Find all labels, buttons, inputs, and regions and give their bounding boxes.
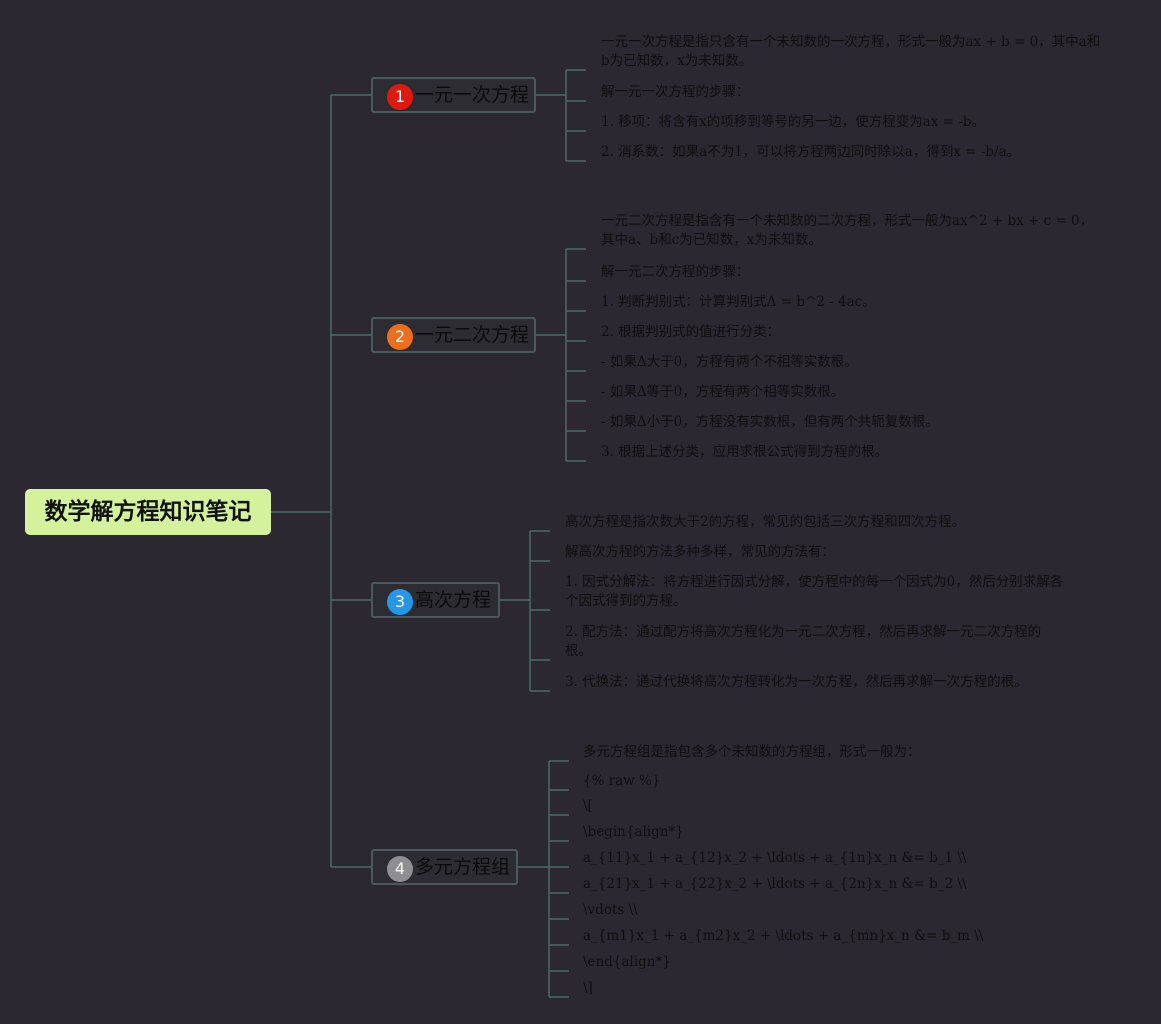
- subtopic-text[interactable]: a_{11}x_1 + a_{12}x_2 + \ldots + a_{1n}x…: [583, 850, 967, 866]
- subtopic-text[interactable]: 一元一次方程是指只含有一个未知数的一次方程，形式一般为ax + b = 0，其中…: [601, 34, 1101, 69]
- number-badge-icon: 1: [387, 84, 413, 110]
- subtopic-text[interactable]: 一元二次方程是指含有一个未知数的二次方程，形式一般为ax^2 + bx + c …: [601, 213, 1094, 248]
- branch-topic-label: 高次方程: [415, 589, 492, 611]
- subtopic-text[interactable]: - 如果Δ小于0，方程没有实数根，但有两个共轭复数根。: [601, 414, 939, 430]
- subtopic-text[interactable]: 2. 配方法：通过配方将高次方程化为一元二次方程，然后再求解一元二次方程的根。: [565, 624, 1042, 659]
- subtopic-text[interactable]: \vdots \\: [583, 902, 638, 918]
- subtopic-text[interactable]: 3. 根据上述分类，应用求根公式得到方程的根。: [601, 444, 889, 460]
- subtopic-text[interactable]: 1. 因式分解法：将方程进行因式分解，使方程中的每一个因式为0，然后分别求解各个…: [565, 574, 1064, 609]
- number-badge-icon: 2: [387, 324, 413, 350]
- subtopic-text[interactable]: 解高次方程的方法多种多样，常见的方法有：: [565, 544, 835, 560]
- subtopic-text[interactable]: \]: [583, 980, 593, 996]
- subtopic-text[interactable]: 解一元一次方程的步骤：: [601, 84, 750, 100]
- branch-topic-label: 一元一次方程: [415, 84, 530, 106]
- subtopic-text[interactable]: 1. 判断判别式：计算判别式Δ = b^2 - 4ac。: [601, 294, 876, 310]
- branch-topic-label: 一元二次方程: [415, 324, 530, 346]
- subtopic-text[interactable]: 解一元二次方程的步骤：: [601, 264, 750, 280]
- subtopic-text[interactable]: 2. 消系数：如果a不为1，可以将方程两边同时除以a，得到x = -b/a。: [601, 144, 1021, 160]
- subtopic-text[interactable]: 多元方程组是指包含多个未知数的方程组，形式一般为：: [583, 744, 921, 760]
- subtopic-text[interactable]: - 如果Δ大于0，方程有两个不相等实数根。: [601, 354, 858, 370]
- root-topic[interactable]: 数学解方程知识笔记: [25, 489, 271, 535]
- subtopic-text[interactable]: 2. 根据判别式的值进行分类：: [601, 324, 781, 340]
- subtopic-text[interactable]: 3. 代换法：通过代换将高次方程转化为一次方程，然后再求解一次方程的根。: [565, 674, 1028, 690]
- subtopic-text[interactable]: 1. 移项：将含有x的项移到等号的另一边，使方程变为ax = -b。: [601, 114, 986, 130]
- number-badge-icon: 3: [387, 589, 413, 615]
- subtopic-text[interactable]: a_{21}x_1 + a_{22}x_2 + \ldots + a_{2n}x…: [583, 876, 967, 892]
- subtopic-text[interactable]: a_{m1}x_1 + a_{m2}x_2 + \ldots + a_{mn}x…: [583, 928, 984, 944]
- branch-topic-label: 多元方程组: [415, 856, 511, 878]
- subtopic-text[interactable]: {% raw %}: [583, 773, 661, 789]
- subtopic-text[interactable]: \[: [583, 798, 593, 814]
- number-badge-icon: 4: [387, 856, 413, 882]
- subtopic-text[interactable]: \begin{align*}: [583, 824, 684, 840]
- subtopic-text[interactable]: - 如果Δ等于0，方程有两个相等实数根。: [601, 384, 845, 400]
- subtopic-text[interactable]: \end{align*}: [583, 954, 671, 970]
- subtopic-text[interactable]: 高次方程是指次数大于2的方程，常见的包括三次方程和四次方程。: [565, 514, 966, 530]
